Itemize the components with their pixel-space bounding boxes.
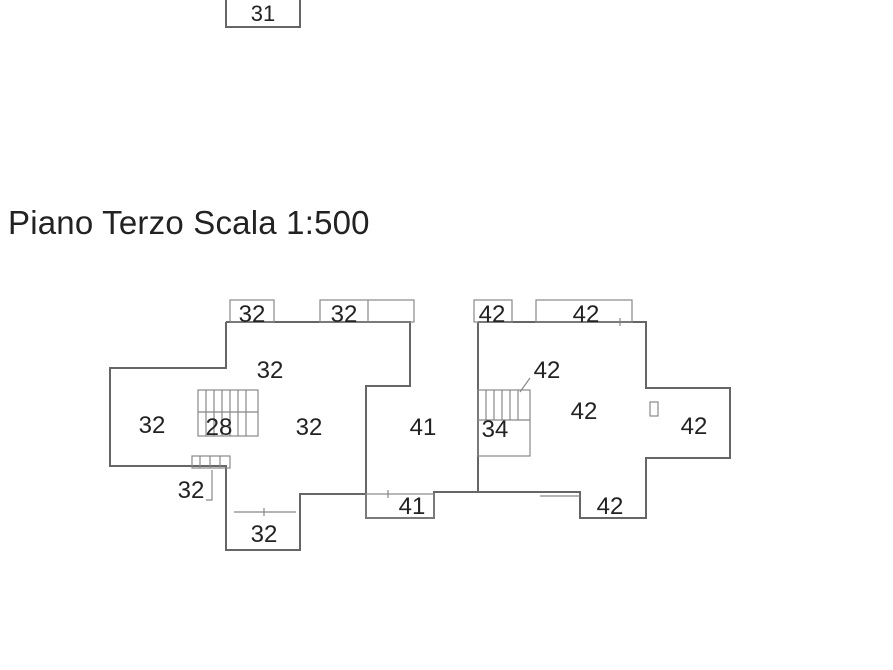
previous-plan-fragment: 31 xyxy=(225,0,301,28)
room-label: 41 xyxy=(399,493,426,520)
room-label: 41 xyxy=(410,414,437,441)
room-label: 32 xyxy=(178,477,205,504)
room-label: 32 xyxy=(139,412,166,439)
room-label: 32 xyxy=(296,414,323,441)
room-label: 42 xyxy=(597,493,624,520)
room-label: 42 xyxy=(534,357,561,384)
room-label: 32 xyxy=(251,521,278,548)
top-room-label: 31 xyxy=(251,1,275,26)
right-block xyxy=(473,299,731,519)
room-label: 42 xyxy=(479,301,506,328)
plan-title: Piano Terzo Scala 1:500 xyxy=(8,204,370,241)
room-label: 42 xyxy=(681,413,708,440)
room-label: 32 xyxy=(239,301,266,328)
room-label: 28 xyxy=(206,414,233,441)
room-label: 34 xyxy=(482,416,509,443)
room-labels: 32 32 42 42 32 42 32 28 32 41 34 42 42 3… xyxy=(139,301,708,548)
room-label: 42 xyxy=(571,398,598,425)
left-block xyxy=(109,299,478,551)
room-label: 42 xyxy=(573,301,600,328)
room-label: 32 xyxy=(331,301,358,328)
room-label: 32 xyxy=(257,357,284,384)
